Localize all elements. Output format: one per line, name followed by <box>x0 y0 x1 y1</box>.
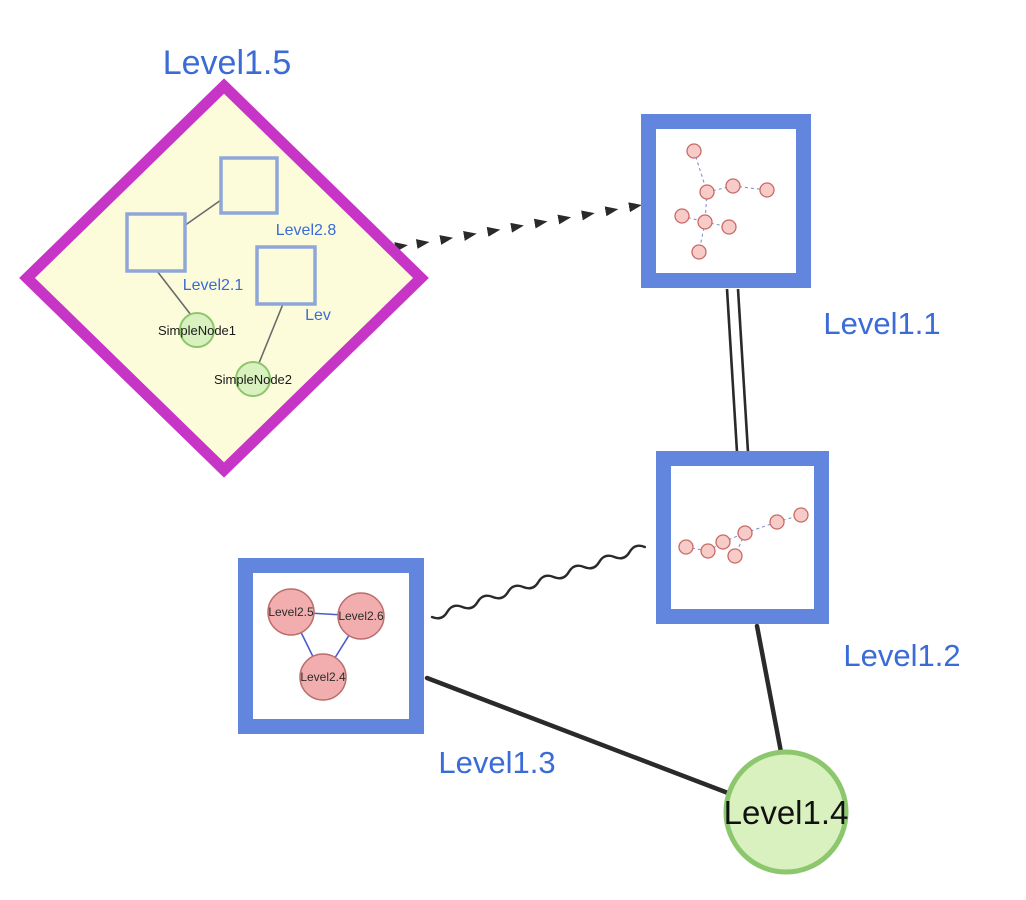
edge-level15-level11[interactable] <box>394 202 642 252</box>
edge-level13-level12[interactable] <box>430 544 646 620</box>
level12-mini-graph <box>678 507 809 564</box>
edge-level11-level12[interactable] <box>725 288 750 453</box>
node-simplenode1[interactable] <box>179 312 215 348</box>
node-simplenode2[interactable] <box>235 361 271 397</box>
level15-diamond-shape[interactable] <box>19 78 429 478</box>
label-simplenode1: SimpleNode1 <box>158 323 236 338</box>
node-level14[interactable]: Level1.4 <box>723 749 849 875</box>
edge-level28-level21[interactable] <box>183 199 222 227</box>
mini-node[interactable] <box>715 534 731 550</box>
label-level12: Level1.2 <box>843 638 960 673</box>
label-level13: Level1.3 <box>438 745 555 780</box>
group-node-level15[interactable]: Level2.8 Level2.1 Lev SimpleNode1 Simple… <box>19 78 429 478</box>
level12-box[interactable] <box>656 451 829 624</box>
mini-node[interactable] <box>686 143 702 159</box>
group-node-level12[interactable] <box>656 451 829 624</box>
label-level28: Level2.8 <box>276 222 337 239</box>
mini-node[interactable] <box>727 548 743 564</box>
edge-level12-level14[interactable] <box>754 623 784 755</box>
label-level24: Level2.4 <box>300 670 346 684</box>
level14-circle[interactable] <box>723 749 849 875</box>
mini-node[interactable] <box>769 514 785 530</box>
mini-node[interactable] <box>759 182 775 198</box>
edge-level13-level14[interactable] <box>424 675 731 796</box>
group-node-level13[interactable]: Level2.5 Level2.6 Level2.4 <box>238 558 424 734</box>
level11-box[interactable] <box>641 114 811 288</box>
node-level25[interactable] <box>267 588 315 636</box>
label-level21: Level2.1 <box>183 277 244 294</box>
node-level26[interactable] <box>337 592 385 640</box>
mini-node[interactable] <box>700 543 716 559</box>
mini-node[interactable] <box>721 219 737 235</box>
mini-node[interactable] <box>697 214 713 230</box>
edge-lev-simplenode2[interactable] <box>258 303 284 364</box>
mini-node[interactable] <box>725 178 741 194</box>
node-level28[interactable] <box>219 156 279 215</box>
level11-mini-graph <box>674 143 775 260</box>
label-level26: Level2.6 <box>338 609 384 623</box>
mini-node[interactable] <box>678 539 694 555</box>
level13-box[interactable] <box>238 558 424 734</box>
edge-level21-simplenode1[interactable] <box>156 270 192 316</box>
mini-node[interactable] <box>691 244 707 260</box>
label-level11: Level1.1 <box>823 306 940 341</box>
group-node-level11[interactable] <box>641 114 811 288</box>
level13-mini-graph: Level2.5 Level2.6 Level2.4 <box>267 588 385 701</box>
label-level25: Level2.5 <box>268 605 314 619</box>
node-level24[interactable] <box>299 653 347 701</box>
label-simplenode2: SimpleNode2 <box>214 372 292 387</box>
mini-node[interactable] <box>793 507 809 523</box>
label-level15: Level1.5 <box>163 44 292 82</box>
mini-node[interactable] <box>737 525 753 541</box>
label-level2x: Lev <box>305 307 331 324</box>
label-level14: Level1.4 <box>724 794 849 831</box>
node-level2x[interactable] <box>255 245 317 306</box>
node-level21[interactable] <box>125 212 187 273</box>
mini-node[interactable] <box>699 184 715 200</box>
mini-node[interactable] <box>674 208 690 224</box>
